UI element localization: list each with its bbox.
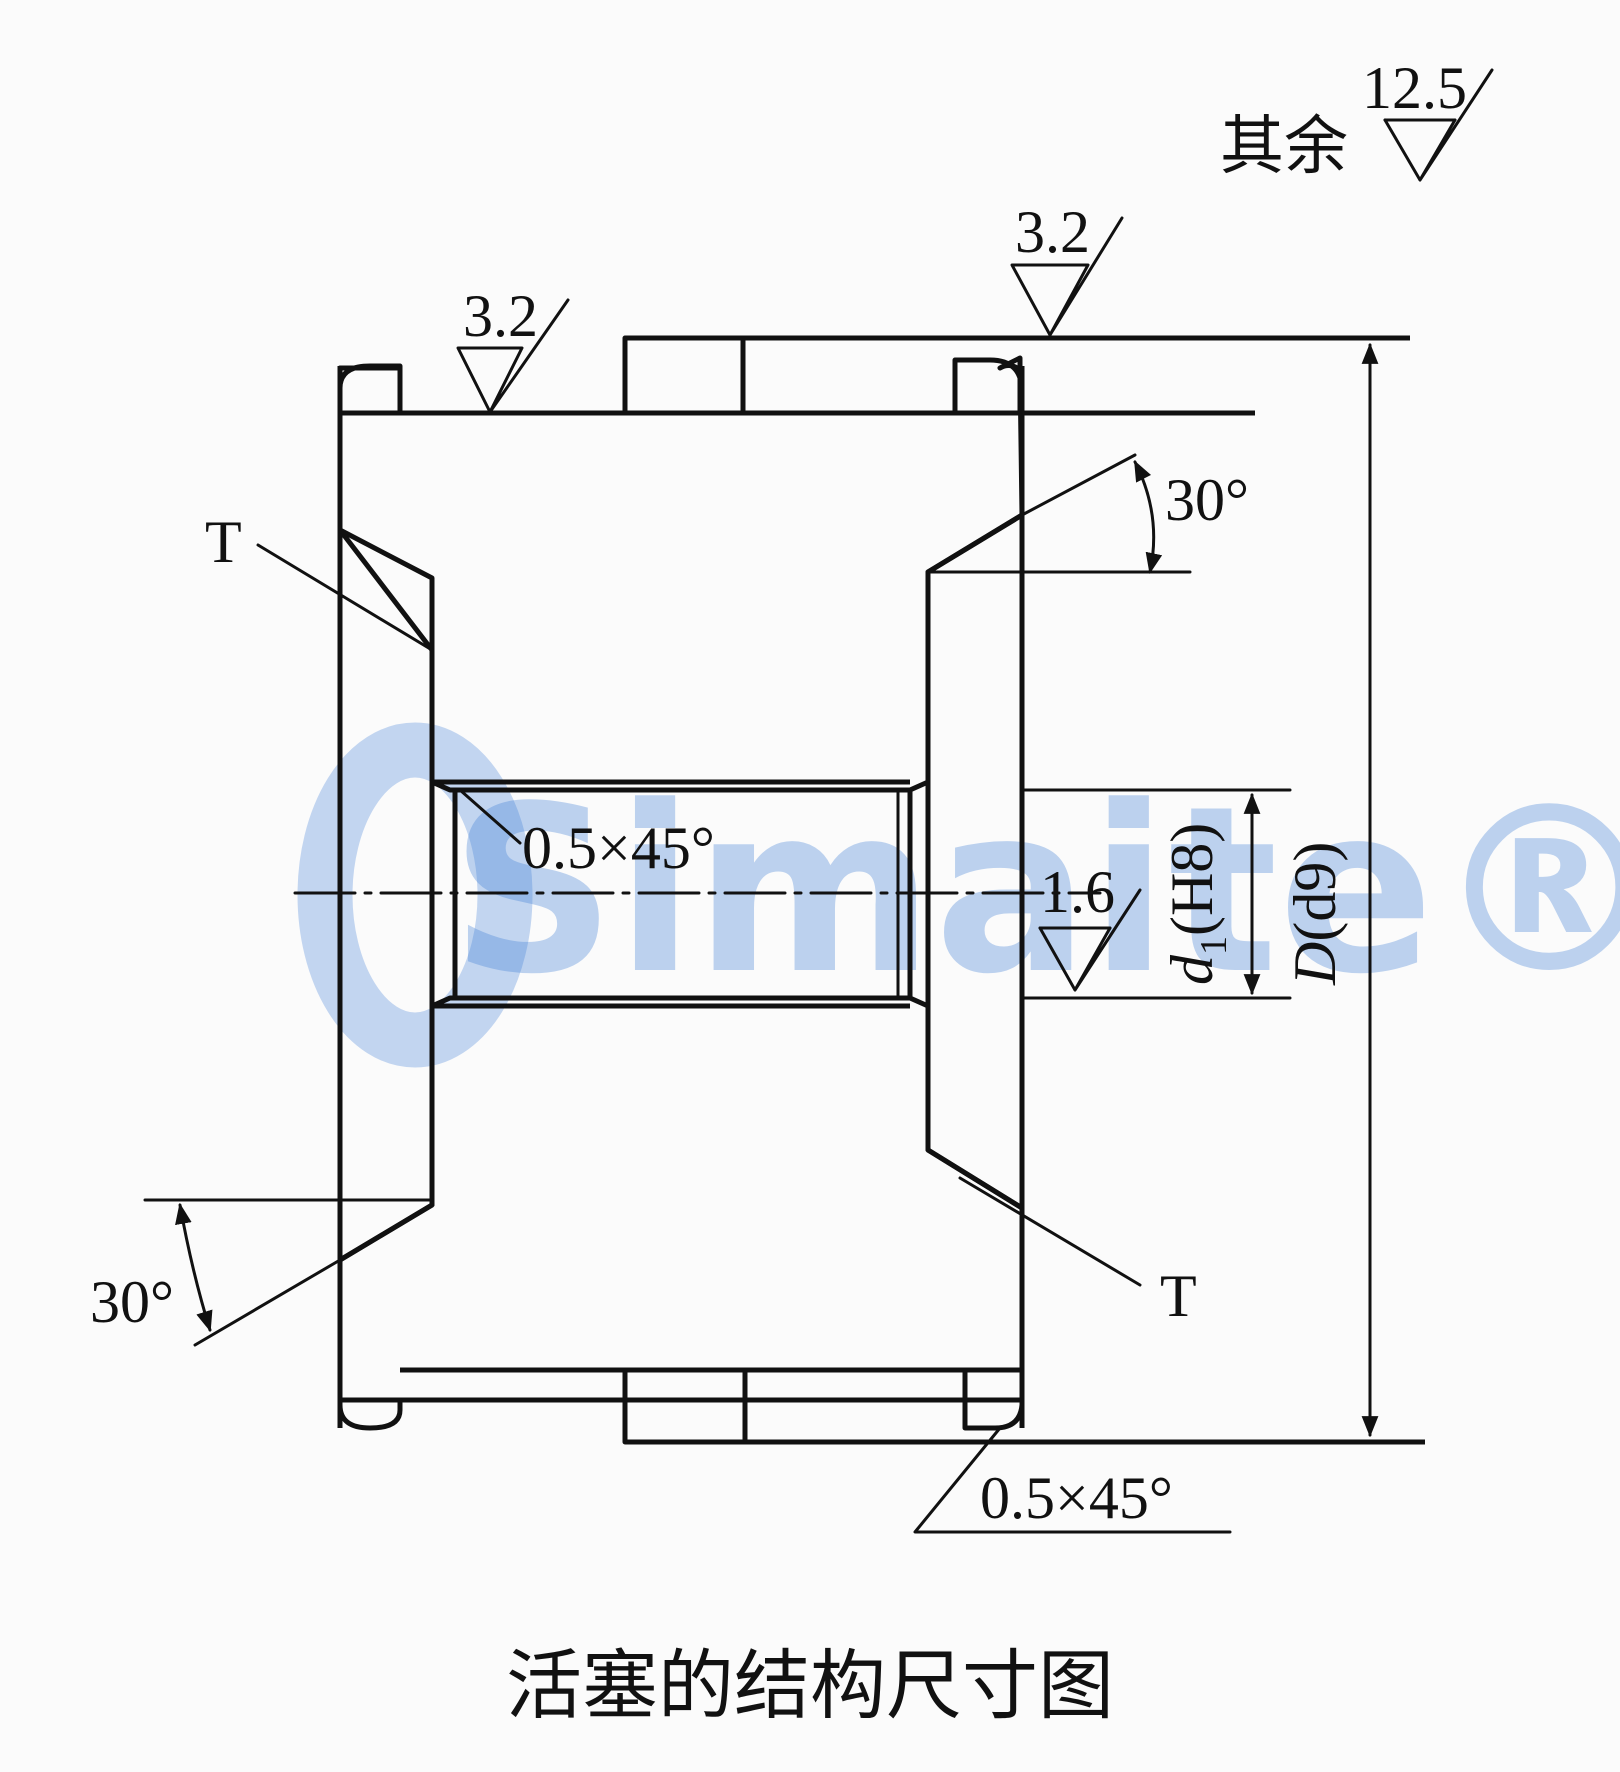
svg-text:3.2: 3.2 xyxy=(463,283,538,349)
upper-right-flange xyxy=(952,357,1025,416)
svg-text:30°: 30° xyxy=(1165,467,1249,533)
roughness-groove: 3.2 xyxy=(456,283,570,414)
dim-outer-label: D(d9) xyxy=(1282,842,1348,986)
svg-text:T: T xyxy=(205,509,242,575)
chamfer-outer: 0.5×45° xyxy=(913,1426,1232,1534)
upper-left-flange xyxy=(337,363,403,416)
svg-text:0.5×45°: 0.5×45° xyxy=(980,1465,1173,1531)
general-roughness: 其余 12.5 xyxy=(1220,55,1494,184)
svg-text:3.2: 3.2 xyxy=(1015,199,1090,265)
svg-text:T: T xyxy=(1160,1263,1197,1329)
dim-bore-label: d1(H8) xyxy=(1159,823,1235,985)
label-t-right: T xyxy=(958,1176,1197,1329)
upper-seal-ring xyxy=(622,335,746,416)
lower-seal-ring xyxy=(622,1367,748,1445)
angle-bottom: 30° xyxy=(90,1198,434,1347)
upper-body-section xyxy=(337,355,1025,793)
svg-text:0.5×45°: 0.5×45° xyxy=(522,815,715,881)
lower-left-flange xyxy=(337,1397,403,1431)
svg-text:其余: 其余 xyxy=(1220,110,1348,184)
svg-text:1.6: 1.6 xyxy=(1040,859,1115,925)
label-t-left: T xyxy=(205,509,434,652)
roughness-bore: 1.6 xyxy=(1038,859,1142,992)
drawing-caption: 活塞的结构尺寸图 xyxy=(506,1641,1114,1730)
angle-top: 30° xyxy=(926,453,1249,575)
svg-text:30°: 30° xyxy=(90,1269,174,1335)
roughness-outer: 3.2 xyxy=(1010,199,1124,337)
chamfer-inner: 0.5×45° xyxy=(458,788,715,881)
svg-text:12.5: 12.5 xyxy=(1362,55,1467,121)
